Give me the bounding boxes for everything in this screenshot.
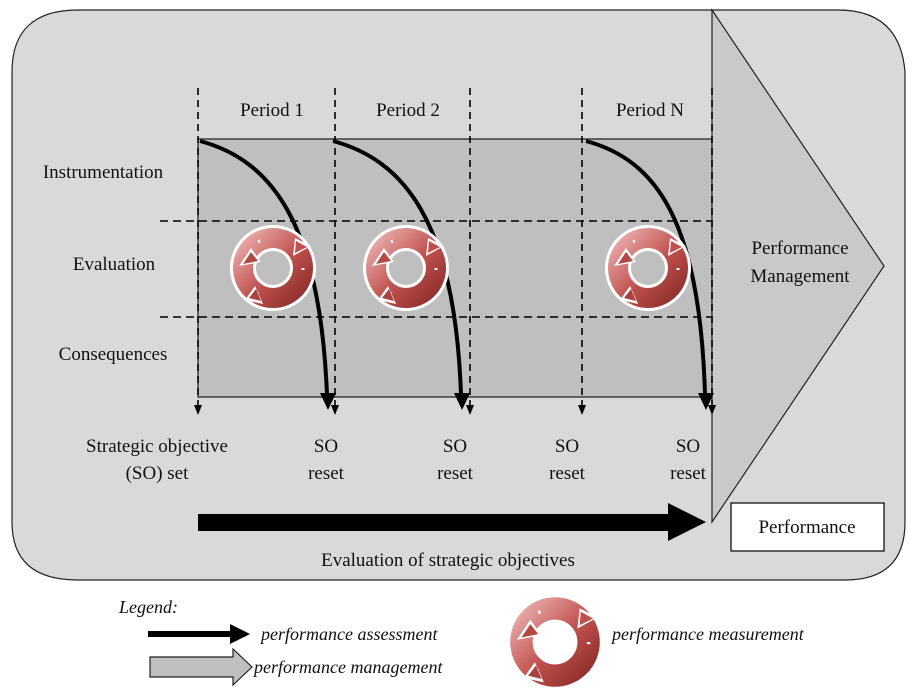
milestone-label-line2: reset [437,463,474,484]
period-area [197,138,713,398]
period-n-label: Period N [616,100,684,121]
row-label-instrumentation: Instrumentation [43,162,164,183]
period-1-label: Period 1 [240,100,304,121]
legend-title: Legend: [118,597,178,617]
milestone-label-line1: SO [676,436,700,457]
row-label-evaluation: Evaluation [73,254,156,275]
performance-box [730,502,885,552]
milestone-label-line1: Strategic objective [86,436,228,457]
performance-box-label: Performance [758,517,855,538]
milestone-label-line2: reset [670,463,707,484]
row-label-consequences: Consequences [59,344,168,365]
evaluation-arrow [198,503,706,541]
evaluation-label: Evaluation of strategic objectives [321,550,575,571]
milestone-label-line2: (SO) set [126,463,190,484]
milestone-label-line1: SO [555,436,579,457]
milestone-label-line2: reset [308,463,345,484]
period-2-label: Period 2 [376,100,440,121]
performance-management-label-line1: Performance [751,238,848,259]
legend-assessment-arrow-icon [148,624,250,644]
legend-measurement-text: performance measurement [610,624,805,644]
legend-management-arrow-icon [149,647,253,687]
milestone-label-line2: reset [549,463,586,484]
legend-management-text: performance management [252,657,443,677]
milestone-label-line1: SO [314,436,338,457]
milestone-label-line1: SO [443,436,467,457]
legend-measurement-cycle-icon [517,608,598,682]
performance-management-label-line2: Management [750,266,850,287]
legend-assessment-text: performance assessment [259,624,438,644]
assessment-curves [199,139,707,396]
assessment-arrowheads [320,393,714,410]
performance-management-arrow [711,8,885,524]
row-dividers [160,220,712,318]
